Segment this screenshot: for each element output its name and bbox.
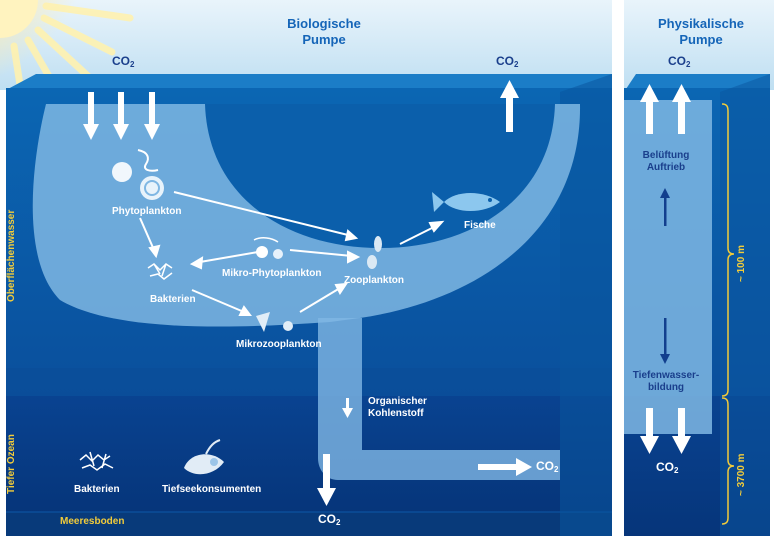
zone-label-meeresboden: Meeresboden	[60, 516, 125, 527]
depth-label-100: ~ 100 m	[736, 245, 747, 282]
depth-label-3700: ~ 3700 m	[736, 453, 747, 496]
phytoplankton-icon	[112, 149, 164, 200]
co2-label-seafloor: CO2	[318, 512, 341, 527]
phys-down-arrows	[640, 408, 691, 454]
depth-bracket-100	[721, 103, 735, 397]
label-tiefseekonsumenten: Tiefseekonsumenten	[162, 484, 262, 495]
depth-bracket-3700	[721, 397, 735, 525]
label-mikro-phytoplankton: Mikro-Phytoplankton	[222, 268, 322, 279]
label-fische: Fische	[464, 220, 496, 231]
zone-label-oberflaechenwasser: Oberflächenwasser	[6, 209, 17, 302]
mikro-phytoplankton-icon	[253, 237, 283, 259]
co2-label-respiration: CO2	[536, 459, 559, 474]
label-organic-carbon: Organischer Kohlenstoff	[368, 396, 427, 420]
co2-uptake-arrows	[83, 92, 160, 140]
ocean-surface	[6, 74, 612, 92]
biological-pump-title: Biologische Pumpe	[254, 16, 394, 48]
label-mikrozooplankton: Mikrozooplankton	[236, 339, 322, 350]
mikrozooplankton-icon	[256, 312, 293, 332]
bakterien-icon	[147, 263, 173, 280]
zone-label-tiefer-ozean: Tiefer Ozean	[6, 434, 17, 494]
physical-pump-column	[624, 100, 712, 434]
downwelling-arrow	[660, 318, 670, 364]
organic-carbon-line2: Kohlenstoff	[368, 408, 424, 419]
panel-gap	[612, 0, 624, 539]
co2-label-phys-bottom: CO2	[656, 460, 679, 475]
label-deep-bakterien: Bakterien	[74, 484, 120, 495]
sun-icon	[0, 0, 134, 102]
respiration-arrow	[478, 458, 532, 476]
physical-pump-title: Physikalische Pumpe	[636, 16, 766, 48]
phys-title-line1: Physikalische	[658, 16, 744, 31]
tiefenwasser-text: Tiefenwasser-	[632, 370, 700, 381]
belueftung-text: Belüftung	[642, 150, 690, 161]
deep-consumer-icon	[184, 439, 224, 475]
bio-title-line2: Pumpe	[302, 32, 346, 47]
phys-title-line2: Pumpe	[679, 32, 723, 47]
upwelling-arrow	[660, 188, 670, 226]
deep-bakterien-icon	[79, 451, 114, 471]
food-web-arrows	[139, 191, 445, 316]
co2-label-phys-top: CO2	[668, 54, 691, 69]
co2-label-surface-right: CO2	[496, 54, 519, 69]
zooplankton-icon	[367, 236, 382, 269]
sequestration-arrow	[317, 454, 336, 506]
sea-floor	[6, 512, 612, 536]
bio-title-line1: Biologische	[287, 16, 361, 31]
label-ventilation: Belüftung Auftrieb	[642, 150, 690, 174]
label-zooplankton: Zooplankton	[344, 275, 404, 286]
label-deepwater-formation: Tiefenwasser- bildung	[632, 370, 700, 394]
carbon-down-arrow	[342, 398, 353, 418]
bildung-text: bildung	[647, 382, 685, 393]
fish-icon	[432, 192, 500, 212]
label-bakterien: Bakterien	[150, 294, 196, 305]
label-phytoplankton: Phytoplankton	[112, 206, 182, 217]
auftrieb-text: Auftrieb	[646, 162, 686, 173]
phys-up-arrows	[640, 84, 691, 134]
co2-label-surface-left: CO2	[112, 54, 135, 69]
co2-release-arrow	[500, 80, 519, 132]
organic-carbon-line1: Organischer	[368, 396, 427, 407]
organic-carbon-channel	[318, 318, 560, 480]
bowl-inner	[205, 104, 555, 248]
